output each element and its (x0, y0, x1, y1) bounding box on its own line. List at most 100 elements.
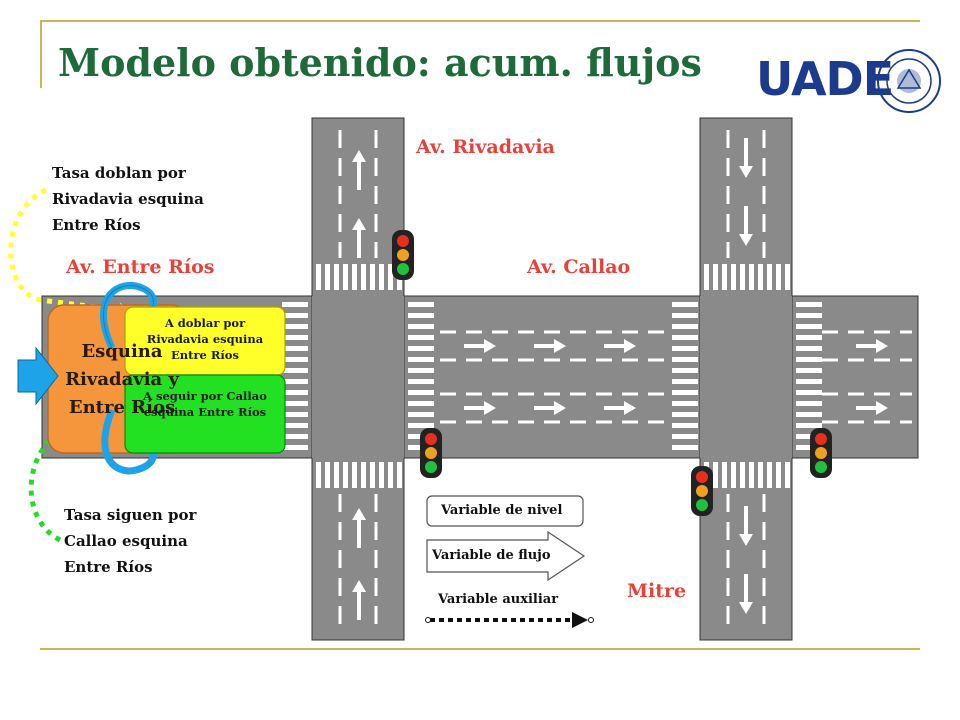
crosswalk-stripe (334, 264, 339, 290)
crosswalk-stripe (796, 379, 822, 384)
crosswalk-stripe (397, 462, 402, 488)
outflow-arrow-doblar-outline (102, 284, 154, 349)
traffic-light-callao-left-icon (420, 428, 442, 478)
arrowhead-right-icon (554, 339, 566, 353)
traffic-light-right-icon (810, 428, 832, 478)
legend-aux-arrowhead-icon (572, 612, 588, 628)
crosswalk-stripe (740, 462, 745, 488)
crosswalk-stripe (408, 423, 434, 428)
label-av-callao: Av. Callao (527, 256, 631, 278)
legend-aux-start-icon (425, 617, 431, 623)
crosswalk-stripe (408, 313, 434, 318)
crosswalk-stripe (776, 264, 781, 290)
crosswalk-stripe (282, 390, 308, 395)
crosswalk-stripe (379, 462, 384, 488)
crosswalk-stripe (672, 423, 698, 428)
arrowhead-right-icon (624, 401, 636, 415)
crosswalk-stripe (672, 412, 698, 417)
crosswalk-stripe (796, 401, 822, 406)
legend-flow-label: Variable de flujo (432, 548, 551, 563)
crosswalk-stripe (408, 412, 434, 417)
crosswalk-stripe (388, 462, 393, 488)
crosswalk-stripe (796, 302, 822, 307)
crosswalk-stripe (316, 462, 321, 488)
crosswalk-stripe (731, 264, 736, 290)
crosswalk-stripe (672, 445, 698, 450)
crosswalk-stripe (758, 462, 763, 488)
crosswalk-stripe (672, 390, 698, 395)
crosswalk-stripe (796, 368, 822, 373)
crosswalk-stripe (282, 335, 308, 340)
crosswalk-stripe (672, 335, 698, 340)
crosswalk-stripe (352, 264, 357, 290)
arrowhead-right-icon (624, 339, 636, 353)
crosswalk-stripe (282, 324, 308, 329)
crosswalk-stripe (361, 264, 366, 290)
crosswalk-stripe (672, 368, 698, 373)
traffic-light-mitre-icon (691, 466, 713, 516)
crosswalk-stripe (749, 264, 754, 290)
legend-level-box (426, 495, 584, 527)
arrowhead-right-icon (876, 339, 888, 353)
crosswalk-stripe (722, 264, 727, 290)
crosswalk-stripe (316, 264, 321, 290)
arrowhead-right-icon (554, 401, 566, 415)
intersection-right (700, 296, 792, 458)
arrowhead-up-icon (352, 580, 366, 592)
crosswalk-stripe (282, 379, 308, 384)
crosswalk-stripe (796, 390, 822, 395)
crosswalk-stripe (796, 357, 822, 362)
crosswalk-stripe (704, 264, 709, 290)
crosswalk-stripe (282, 445, 308, 450)
crosswalk-stripe (672, 401, 698, 406)
crosswalk-stripe (758, 264, 763, 290)
crosswalk-stripe (796, 445, 822, 450)
crosswalk-stripe (796, 434, 822, 439)
crosswalk-stripe (408, 379, 434, 384)
crosswalk-stripe (352, 462, 357, 488)
outflow-arrow-seguir (101, 408, 157, 475)
crosswalk-stripe (722, 462, 727, 488)
arrowhead-down-icon (739, 234, 753, 246)
legend-level-label: Variable de nivel (441, 503, 563, 518)
legend-aux-end-icon (588, 617, 594, 623)
crosswalk-stripe (282, 401, 308, 406)
frame-bottom-line (40, 648, 920, 650)
arrowhead-right-icon (484, 339, 496, 353)
crosswalk-stripe (408, 401, 434, 406)
crosswalk-stripe (408, 346, 434, 351)
crosswalk-stripe (767, 462, 772, 488)
arrowhead-up-icon (352, 508, 366, 520)
crosswalk-stripe (325, 462, 330, 488)
crosswalk-stripe (282, 357, 308, 362)
crosswalk-stripe (672, 346, 698, 351)
crosswalk-stripe (282, 313, 308, 318)
crosswalk-stripe (776, 462, 781, 488)
crosswalk-stripe (370, 264, 375, 290)
crosswalk-stripe (672, 302, 698, 307)
crosswalk-stripe (796, 324, 822, 329)
arrowhead-right-icon (876, 401, 888, 415)
arrowhead-right-icon (484, 401, 496, 415)
crosswalk-stripe (672, 357, 698, 362)
intersection-left (312, 296, 404, 458)
crosswalk-stripe (343, 462, 348, 488)
label-av-rivadavia: Av. Rivadavia (416, 136, 555, 158)
crosswalk-stripe (325, 264, 330, 290)
crosswalk-stripe (408, 335, 434, 340)
crosswalk-stripe (785, 462, 790, 488)
stock-esquina-label: Esquina Rivadavia y Entre Ríos (65, 341, 179, 418)
crosswalk-stripe (713, 264, 718, 290)
crosswalk-stripe (749, 462, 754, 488)
crosswalk-stripe (282, 346, 308, 351)
direction-arrows (352, 138, 888, 620)
crosswalk-stripe (796, 423, 822, 428)
crosswalk-stripe (796, 412, 822, 417)
crosswalk-stripe (785, 264, 790, 290)
crosswalk-stripe (282, 434, 308, 439)
crosswalk-stripe (370, 462, 375, 488)
crosswalk-stripe (408, 302, 434, 307)
crosswalk-stripe (282, 368, 308, 373)
crosswalk-stripe (740, 264, 745, 290)
